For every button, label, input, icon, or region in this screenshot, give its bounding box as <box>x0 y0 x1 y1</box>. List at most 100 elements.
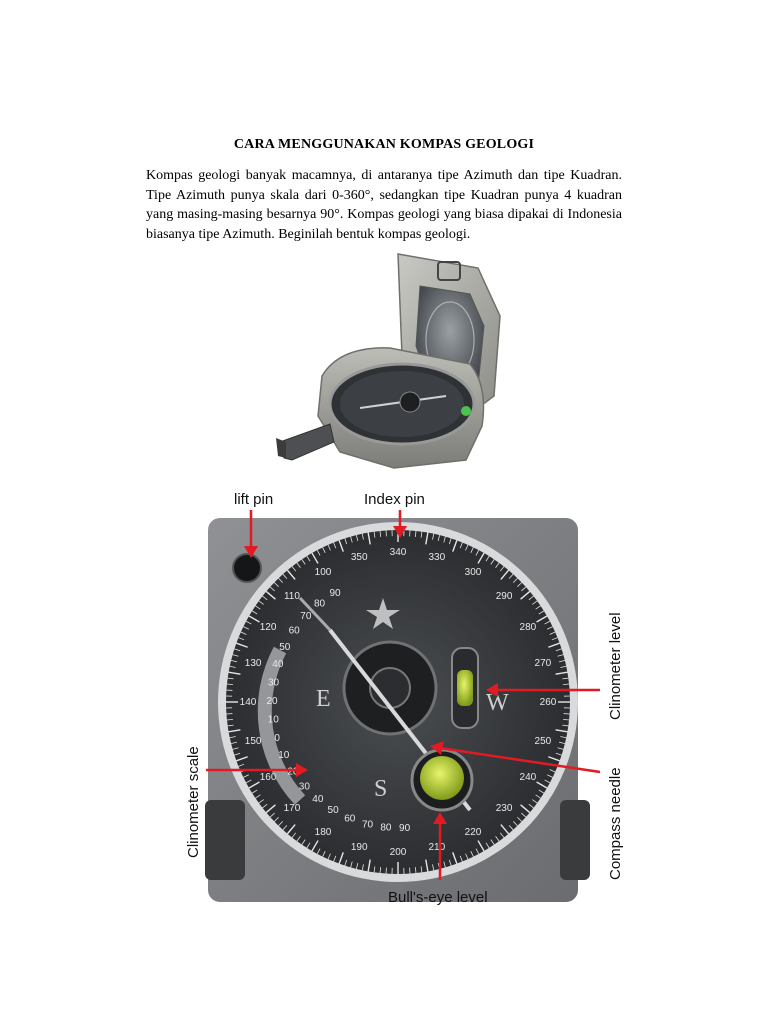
outer-scale-label: 250 <box>535 736 552 747</box>
tick-mark <box>563 718 570 721</box>
outer-scale-label: 280 <box>520 622 537 633</box>
inner-scale-label: 80 <box>380 822 392 833</box>
inner-scale-label: 70 <box>362 819 374 830</box>
outer-scale-label: 170 <box>284 803 301 814</box>
tick-mark <box>311 552 319 564</box>
outer-scale-label: 200 <box>390 847 407 858</box>
tick-mark <box>379 530 382 537</box>
tick-mark <box>227 724 234 727</box>
tick-mark <box>373 531 376 538</box>
label-lift-pin: lift pin <box>234 491 273 508</box>
tick-mark <box>520 804 531 814</box>
tick-mark <box>535 794 541 799</box>
tick-mark <box>437 535 440 542</box>
inner-scale-label: 0 <box>274 733 280 744</box>
outer-scale-label: 120 <box>260 622 277 633</box>
tick-mark <box>273 582 279 587</box>
tick-mark <box>547 626 553 630</box>
tick-mark <box>251 789 258 794</box>
outer-scale-label: 140 <box>240 697 257 708</box>
tick-mark <box>226 683 233 686</box>
tick-mark <box>286 569 296 580</box>
tick-mark <box>544 620 551 625</box>
inner-scale-label: 50 <box>279 642 291 653</box>
outer-scale-label: 330 <box>428 552 445 563</box>
tick-mark <box>327 853 331 860</box>
tick-mark <box>379 867 382 874</box>
tick-mark <box>558 660 565 663</box>
tick-mark <box>373 866 376 873</box>
tick-mark <box>238 637 245 641</box>
inner-scale-label: 90 <box>399 823 411 834</box>
tick-mark <box>229 665 236 668</box>
tick-mark <box>278 577 283 583</box>
tick-mark <box>557 747 564 750</box>
tick-mark <box>227 677 234 680</box>
compass-photo <box>276 253 501 469</box>
tick-mark <box>245 779 252 784</box>
tick-mark <box>361 864 364 871</box>
tick-mark <box>477 840 485 852</box>
tick-mark <box>350 536 353 543</box>
inner-scale-label: 30 <box>299 781 311 792</box>
tick-mark <box>243 774 249 778</box>
inner-scale-label: 20 <box>266 696 278 707</box>
tick-mark <box>255 605 261 610</box>
tick-mark <box>234 648 241 652</box>
outer-scale-label: 350 <box>351 552 368 563</box>
tick-mark <box>258 799 264 804</box>
inner-scale-label: 90 <box>329 588 341 599</box>
tick-mark <box>551 637 558 641</box>
tick-mark <box>367 532 371 545</box>
inner-scale-label: 40 <box>312 794 324 805</box>
tick-mark <box>475 549 480 556</box>
outer-scale-label: 150 <box>245 736 262 747</box>
tick-mark <box>316 549 321 556</box>
tick-mark <box>296 562 301 568</box>
outer-scale-label: 220 <box>465 827 482 838</box>
tick-mark <box>262 803 268 809</box>
tick-mark <box>344 538 348 545</box>
tick-mark <box>255 794 261 799</box>
label-bulls-eye-level: Bull's-eye level <box>388 889 488 906</box>
tick-mark <box>231 660 238 663</box>
tick-mark <box>528 803 534 809</box>
tick-mark <box>500 824 510 835</box>
tick-mark <box>485 555 490 562</box>
tick-mark <box>344 859 348 866</box>
tick-mark <box>452 852 458 864</box>
tick-mark <box>231 741 238 744</box>
tick-mark <box>490 559 495 565</box>
tick-mark <box>500 569 510 580</box>
lift-pin-knob <box>232 553 262 583</box>
inner-scale-label: 40 <box>272 659 284 670</box>
outer-scale-label: 100 <box>315 567 332 578</box>
tick-mark <box>538 789 545 794</box>
tick-mark <box>301 839 306 845</box>
tick-mark <box>238 763 245 767</box>
label-index-pin: Index pin <box>364 491 425 508</box>
tick-mark <box>361 533 364 540</box>
tick-mark <box>236 642 248 648</box>
tick-mark <box>306 842 311 849</box>
tick-mark <box>513 577 518 583</box>
tick-mark <box>265 590 276 600</box>
outer-scale-label: 190 <box>351 842 368 853</box>
outer-scale-label: 340 <box>390 547 407 558</box>
tick-mark <box>338 540 344 552</box>
outer-scale-label: 130 <box>245 658 262 669</box>
tick-mark <box>563 683 570 686</box>
tick-mark <box>286 824 296 835</box>
tick-mark <box>485 842 490 849</box>
arrow-compass-needle <box>439 746 601 774</box>
tick-mark <box>562 677 569 680</box>
tick-mark <box>273 817 279 822</box>
callout-arrows <box>206 510 601 880</box>
tick-mark <box>558 741 565 744</box>
outer-scale-label: 180 <box>315 827 332 838</box>
tick-mark <box>301 559 306 565</box>
outer-scale-label: 270 <box>535 658 552 669</box>
inner-scale-label: 70 <box>300 611 312 622</box>
tick-mark <box>538 610 545 615</box>
